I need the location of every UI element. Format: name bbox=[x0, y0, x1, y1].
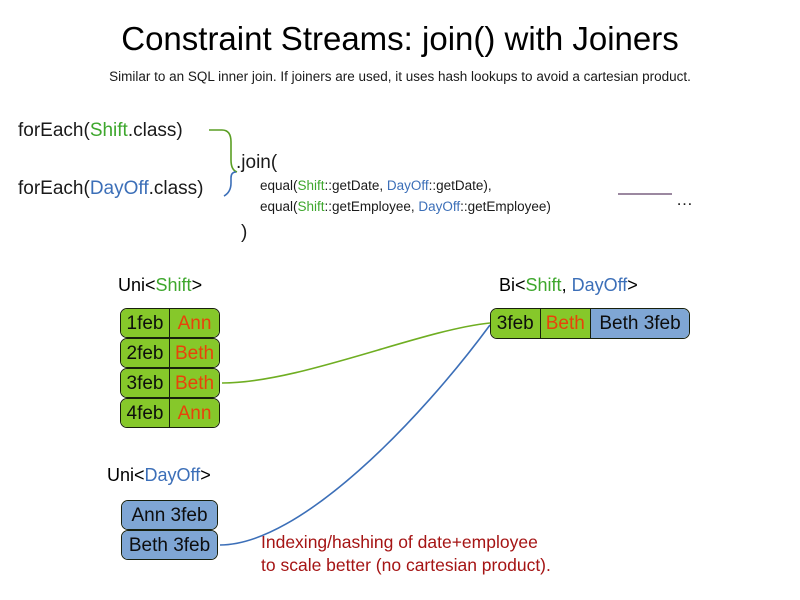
uni-shift-label-suffix: > bbox=[191, 275, 203, 295]
dayoff-row-2-text: Beth 3feb bbox=[122, 531, 217, 559]
shift-row-3-employee: Beth bbox=[169, 369, 219, 397]
shift-fact-row-1[interactable]: 1feb Ann bbox=[120, 308, 220, 338]
shift-row-1-employee: Ann bbox=[169, 309, 219, 337]
bi-label-separator: , bbox=[561, 275, 572, 295]
shift-row-4-employee: Ann bbox=[169, 399, 219, 427]
shift-row-2-date: 2feb bbox=[121, 339, 170, 367]
annotation-line-1: Indexing/hashing of date+employee bbox=[261, 532, 538, 552]
joiner2-left-class: Shift bbox=[297, 199, 325, 214]
shift-row-1-date: 1feb bbox=[121, 309, 170, 337]
dayoff-fact-row-2[interactable]: Beth 3feb bbox=[121, 530, 218, 560]
annotation-line-2: to scale better (no cartesian product). bbox=[261, 555, 551, 575]
label-bi-joined: Bi<Shift, DayOff> bbox=[499, 275, 638, 296]
shift-row-2-employee: Beth bbox=[169, 339, 219, 367]
bi-label-prefix: Bi< bbox=[499, 275, 526, 295]
foreach-shift-suffix: .class) bbox=[127, 120, 183, 141]
shift-row-3-date: 3feb bbox=[121, 369, 170, 397]
continuation-ellipsis: … bbox=[676, 190, 693, 209]
code-foreach-shift: forEach(Shift.class) bbox=[18, 120, 183, 142]
bi-shift-date: 3feb bbox=[491, 309, 540, 338]
bi-label-suffix: > bbox=[627, 275, 638, 295]
page-title: Constraint Streams: join() with Joiners bbox=[121, 20, 679, 57]
joiner1-right-method: ::getDate), bbox=[428, 178, 492, 193]
dayoff-fact-row-1[interactable]: Ann 3feb bbox=[121, 500, 218, 530]
joiner2-prefix: equal( bbox=[260, 199, 298, 214]
bi-label-class-dayoff: DayOff bbox=[571, 275, 628, 295]
uni-dayoff-label-suffix: > bbox=[200, 465, 211, 485]
joiner2-right-method: ::getEmployee) bbox=[460, 199, 551, 214]
joiner1-prefix: equal( bbox=[260, 178, 298, 193]
code-join-open: .join( bbox=[236, 152, 278, 173]
shift-fact-row-3[interactable]: 3feb Beth bbox=[120, 368, 220, 398]
foreach-shift-class: Shift bbox=[89, 120, 128, 141]
joiner2-right-class: DayOff bbox=[418, 199, 461, 214]
connector-dayoff-row-to-bi bbox=[219, 324, 491, 546]
code-joiner-2: equal(Shift::getEmployee, DayOff::getEmp… bbox=[260, 199, 551, 214]
uni-shift-label-prefix: Uni< bbox=[118, 275, 156, 295]
foreach-dayoff-class: DayOff bbox=[89, 178, 149, 199]
bi-dayoff-text: Beth 3feb bbox=[590, 309, 689, 338]
code-joiner-1: equal(Shift::getDate, DayOff::getDate), bbox=[260, 178, 492, 193]
bi-label-class-shift: Shift bbox=[525, 275, 562, 295]
page-subtitle: Similar to an SQL inner join. If joiners… bbox=[109, 69, 691, 84]
foreach-shift-prefix: forEach( bbox=[18, 120, 90, 141]
bi-shift-employee: Beth bbox=[539, 309, 590, 338]
shift-fact-row-2[interactable]: 2feb Beth bbox=[120, 338, 220, 368]
label-uni-dayoff: Uni<DayOff> bbox=[107, 465, 211, 486]
connector-shift-to-join bbox=[209, 129, 238, 173]
uni-shift-label-class: Shift bbox=[155, 275, 192, 295]
uni-dayoff-label-prefix: Uni< bbox=[107, 465, 145, 485]
label-uni-shift: Uni<Shift> bbox=[118, 275, 202, 296]
foreach-dayoff-prefix: forEach( bbox=[18, 178, 90, 199]
joiner1-right-class: DayOff bbox=[386, 178, 429, 193]
dayoff-row-1-text: Ann 3feb bbox=[122, 501, 217, 529]
joiner1-left-class: Shift bbox=[297, 178, 325, 193]
connector-dayoff-to-join bbox=[223, 171, 237, 197]
code-join-close: ) bbox=[241, 222, 248, 243]
connector-shift-row-to-bi bbox=[221, 322, 491, 384]
foreach-dayoff-suffix: .class) bbox=[148, 178, 204, 199]
joiner2-left-method: ::getEmployee, bbox=[324, 199, 419, 214]
shift-row-4-date: 4feb bbox=[121, 399, 170, 427]
bi-fact-row[interactable]: 3feb Beth Beth 3feb bbox=[490, 308, 690, 339]
shift-fact-row-4[interactable]: 4feb Ann bbox=[120, 398, 220, 428]
joiner1-left-method: ::getDate, bbox=[324, 178, 387, 193]
code-foreach-dayoff: forEach(DayOff.class) bbox=[18, 178, 204, 200]
uni-dayoff-label-class: DayOff bbox=[144, 465, 201, 485]
